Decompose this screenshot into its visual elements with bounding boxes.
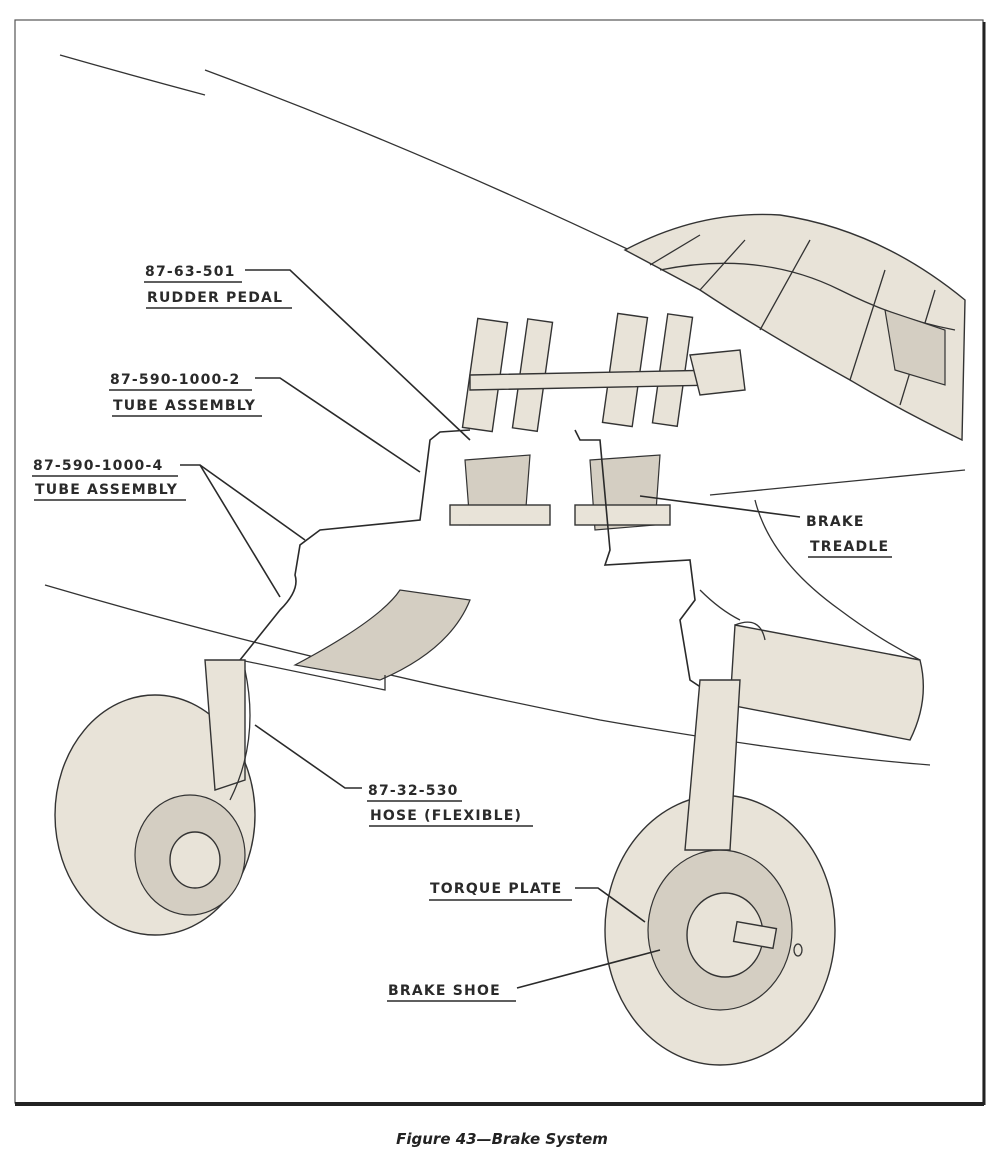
part-number: 87-32-530 xyxy=(368,783,459,799)
wheel-well-right xyxy=(729,621,924,741)
canopy xyxy=(623,213,966,442)
callout-rudder-pedal: 87-63-501 RUDDER PEDAL xyxy=(144,264,292,309)
callout-leaders xyxy=(180,269,801,989)
part-name: BRAKE SHOE xyxy=(388,983,501,999)
callout-hose-flexible: 87-32-530 HOSE (FLEXIBLE) xyxy=(367,783,533,827)
callout-brake-treadle: BRAKE TREADLE xyxy=(806,514,892,558)
part-number: 87-590-1000-4 xyxy=(33,458,163,474)
callout-tube-assembly-4: 87-590-1000-4 TUBE ASSEMBLY xyxy=(32,458,186,501)
callout-torque-plate: TORQUE PLATE xyxy=(429,881,572,901)
part-number: 87-590-1000-2 xyxy=(110,372,240,388)
callout-brake-shoe: BRAKE SHOE xyxy=(387,983,516,1002)
part-name: TUBE ASSEMBLY xyxy=(113,398,256,414)
left-landing-gear xyxy=(54,659,256,936)
right-landing-gear xyxy=(604,679,836,1066)
fuselage-outline xyxy=(44,54,966,766)
part-name: BRAKE xyxy=(806,514,865,530)
part-name-line2: TREADLE xyxy=(810,539,889,555)
part-name: TUBE ASSEMBLY xyxy=(35,482,178,498)
figure-caption: Figure 43—Brake System xyxy=(396,1130,608,1148)
part-name: RUDDER PEDAL xyxy=(147,290,283,306)
rudder-pedal-assembly xyxy=(449,312,746,531)
part-name: TORQUE PLATE xyxy=(430,881,562,897)
figure-frame xyxy=(14,19,986,1106)
brake-tubes xyxy=(239,429,706,691)
part-name: HOSE (FLEXIBLE) xyxy=(370,808,522,824)
wheel-well-left xyxy=(239,589,471,691)
callout-tube-assembly-2: 87-590-1000-2 TUBE ASSEMBLY xyxy=(109,372,262,417)
part-number: 87-63-501 xyxy=(145,264,236,280)
